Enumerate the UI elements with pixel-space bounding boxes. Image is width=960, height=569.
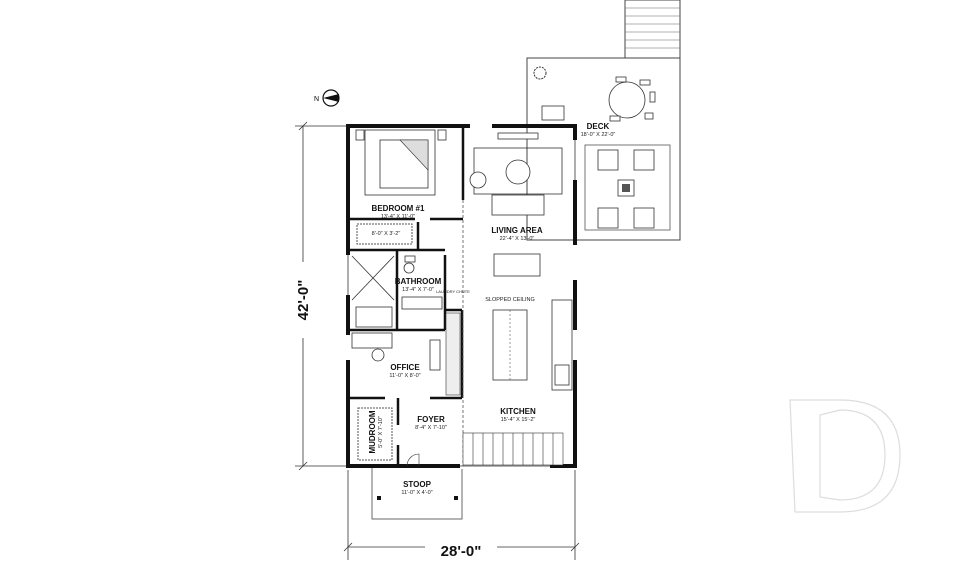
width-dimension: 28'-0" bbox=[343, 470, 580, 560]
bedroom-size: 13'-4" X 11'-0" bbox=[381, 214, 415, 220]
living-area-label: LIVING AREA bbox=[491, 226, 542, 235]
office-label: OFFICE bbox=[390, 363, 420, 372]
interior-walls bbox=[348, 126, 465, 466]
north-arrow-icon: N bbox=[314, 89, 340, 107]
kitchen-label: KITCHEN bbox=[500, 407, 536, 416]
deck-label: DECK bbox=[587, 122, 610, 131]
stoop: STOOP 11'-0" X 4'-0" bbox=[371, 465, 463, 520]
stoop-label: STOOP bbox=[403, 480, 432, 489]
closet-size: 8'-0" X 3'-2" bbox=[372, 231, 401, 237]
deck-size: 18'-0" X 22'-0" bbox=[581, 132, 616, 138]
width-dimension-label: 28'-0" bbox=[441, 543, 482, 560]
deck: DECK 18'-0" X 22'-0" bbox=[526, 0, 681, 241]
bedroom-label: BEDROOM #1 bbox=[372, 204, 425, 213]
foyer-label: FOYER bbox=[417, 415, 445, 424]
bathroom-size: 13'-4" X 7'-0" bbox=[402, 287, 434, 293]
living-area-size: 22'-4" X 13'-0" bbox=[500, 236, 535, 242]
north-label: N bbox=[314, 96, 319, 103]
sloped-ceiling-label: SLOPPED CEILING bbox=[485, 297, 535, 303]
kitchen-size: 15'-4" X 15'-2" bbox=[501, 417, 536, 423]
stoop-size: 11'-0" X 4'-0" bbox=[401, 490, 432, 496]
furniture bbox=[351, 129, 573, 467]
depth-dimension-label: 42'-0" bbox=[295, 280, 312, 321]
mudroom-size: 5'-0" X 7'-10" bbox=[378, 416, 384, 448]
office-size: 11'-0" X 8'-0" bbox=[389, 373, 420, 379]
mudroom-label: MUDROOM bbox=[368, 410, 377, 453]
laundry-chute-label: LAUNDRY CHUTE bbox=[436, 289, 470, 294]
foyer-size: 8'-4" X 7'-10" bbox=[415, 425, 447, 431]
bathroom-label: BATHROOM bbox=[395, 277, 442, 286]
depth-dimension: 42'-0" bbox=[290, 121, 346, 471]
watermark-logo bbox=[789, 399, 901, 513]
